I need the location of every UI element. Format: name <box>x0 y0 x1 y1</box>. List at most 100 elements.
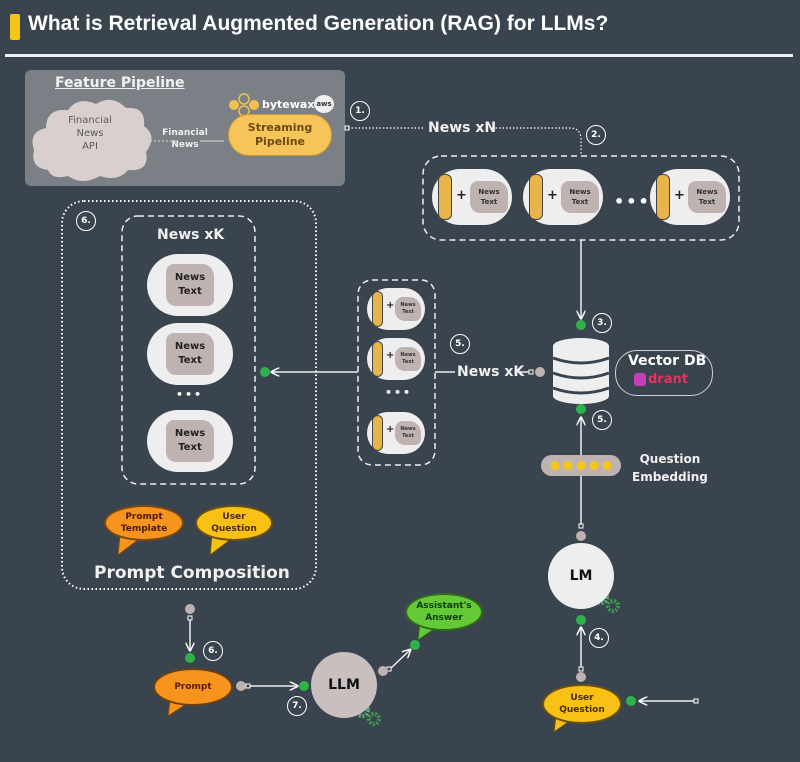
question-embedding-label: Question Embedding <box>632 450 708 486</box>
page-title: What is Retrieval Augmented Generation (… <box>28 12 609 35</box>
connector-port <box>299 681 309 691</box>
label-line: News <box>76 128 104 139</box>
step-badge-4: 4. <box>589 628 609 648</box>
embedding-vector-icon <box>372 291 383 327</box>
step-badge-7: 7. <box>287 696 307 716</box>
aws-logo-icon: aws <box>314 95 334 113</box>
embedding-vector-icon <box>529 174 543 220</box>
prompt-composition-title: Prompt Composition <box>94 563 290 583</box>
connector-port <box>576 615 586 625</box>
title-divider <box>5 54 793 57</box>
label-line: Prompt <box>125 512 163 522</box>
label-line: API <box>82 141 98 152</box>
step-badge-3: 3. <box>592 313 612 333</box>
qdrant-brand: drant <box>648 372 688 387</box>
label-line: Embedding <box>632 470 708 484</box>
label-line: Text <box>402 433 414 439</box>
llm-node: LLM <box>311 652 377 718</box>
label-line: Text <box>698 198 716 206</box>
question-embedding-vector <box>541 455 621 476</box>
news-xk-label: News xK <box>457 364 525 380</box>
connector-port <box>410 640 420 650</box>
label-line: User <box>222 512 246 522</box>
title-accent-bar <box>10 14 20 40</box>
label-line: Pipeline <box>255 135 305 148</box>
label-line: Text <box>480 198 498 206</box>
label-line: News <box>400 302 416 308</box>
edge-anchor <box>187 615 193 621</box>
step-badge-1: 1. <box>350 101 370 121</box>
financial-news-edge-label: Financial News <box>160 127 210 151</box>
label-line: User <box>570 693 594 703</box>
plus-sign: + <box>386 350 395 361</box>
label-line: Template <box>120 524 168 534</box>
step-badge-6a: 6. <box>76 211 96 231</box>
plus-sign: + <box>547 188 558 203</box>
label-line: Text <box>402 309 414 315</box>
label-line: Text <box>178 355 202 366</box>
label-line: Question <box>639 452 701 466</box>
edge-anchor <box>578 523 584 529</box>
plus-sign: + <box>674 188 685 203</box>
label-line: Question <box>211 524 257 534</box>
connector-port <box>576 531 586 541</box>
label-line: Text <box>178 286 202 297</box>
label-line: News <box>171 140 199 150</box>
embedding-vector-icon <box>656 174 670 220</box>
ellipsis: ••• <box>176 388 204 401</box>
financial-news-api-label: Financial News API <box>50 114 130 153</box>
news-xk-box <box>121 215 256 485</box>
label-line: Text <box>178 442 202 453</box>
vector-db-title: Vector DB <box>628 353 707 369</box>
label-line: News <box>174 428 206 439</box>
ellipsis: ••• <box>614 192 651 211</box>
plus-sign: + <box>456 188 467 203</box>
lm-node: LM <box>548 543 614 609</box>
label-line: Financial <box>68 115 112 126</box>
connector-port <box>236 681 246 691</box>
connector-port <box>576 320 586 330</box>
label-line: News <box>696 188 718 196</box>
vector-db-icon <box>552 338 610 404</box>
label-line: Answer <box>425 613 463 623</box>
prompt-composition-group <box>61 200 317 590</box>
plus-sign: + <box>386 300 395 311</box>
edge-anchor <box>344 125 350 131</box>
prompt-bubble: Prompt <box>153 668 233 706</box>
vector-db-badge <box>615 350 713 396</box>
connector-port <box>576 404 586 414</box>
label-line: Streaming <box>247 121 313 134</box>
step-badge-5a: 5. <box>450 334 470 354</box>
ellipsis: ••• <box>385 386 413 399</box>
label-line: Text <box>571 198 589 206</box>
qdrant-logo-icon <box>634 373 646 386</box>
embedding-vector-icon <box>438 174 452 220</box>
edge-anchor <box>693 698 699 704</box>
connector-port <box>185 604 195 614</box>
step-badge-2: 2. <box>586 125 606 145</box>
bytewax-logo-icon <box>229 93 259 117</box>
news-xk-title: News xK <box>157 227 225 243</box>
connector-port <box>378 666 388 676</box>
label-line: News <box>569 188 591 196</box>
label-line: News <box>174 272 206 283</box>
connector-port <box>576 672 586 682</box>
